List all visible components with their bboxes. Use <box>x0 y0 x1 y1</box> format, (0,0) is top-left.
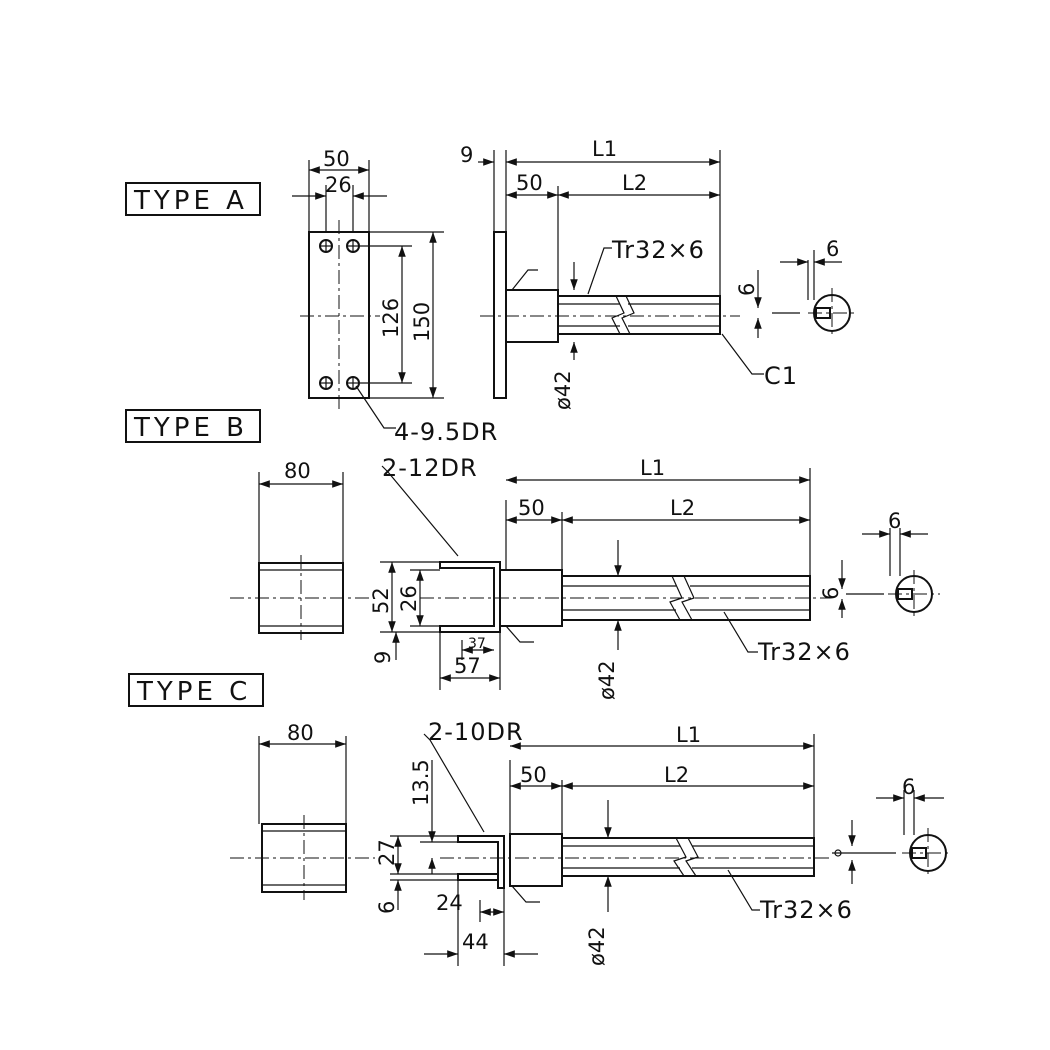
type-a-shaft-side-view <box>480 231 740 399</box>
type-b-title: TYPE B <box>133 413 248 443</box>
type-b-dim-l1: L1 <box>640 456 665 480</box>
type-c-dim-l1: L1 <box>676 723 701 747</box>
type-a-dim-50-shaft: 50 <box>516 171 543 195</box>
type-b-dim-6-slot: 6 <box>819 587 843 600</box>
type-c-dim-l2: L2 <box>664 763 689 787</box>
type-b-title-box <box>125 409 261 443</box>
type-b-dim-l2: L2 <box>670 496 695 520</box>
type-b-dim-26: 26 <box>397 585 421 612</box>
type-b-shaft-side-view <box>420 561 830 643</box>
type-c-thread: Tr32×6 <box>759 896 853 924</box>
type-a-dia: ø42 <box>551 370 575 410</box>
type-a-chamfer: C1 <box>764 362 798 390</box>
type-b-dim-57: 57 <box>454 654 481 678</box>
type-c-dim-27: 27 <box>375 839 399 866</box>
type-c-shaft-side-view <box>440 833 830 903</box>
type-a-dim-26-top: 26 <box>325 173 352 197</box>
type-c-dim-50: 50 <box>520 763 547 787</box>
type-a-dim-6-key: 6 <box>826 237 839 261</box>
type-b-hole-callout: 2-12DR <box>382 454 478 482</box>
type-c-dim-6-key: 6 <box>902 775 915 799</box>
type-b-end-view <box>846 570 940 620</box>
type-b-dim-52: 52 <box>369 587 393 614</box>
type-a-title: TYPE A <box>133 186 248 216</box>
type-a-title-box <box>125 182 261 216</box>
type-b-dim-50: 50 <box>518 496 545 520</box>
type-b-block-front-view <box>230 555 370 640</box>
type-c-dim-44: 44 <box>462 930 489 954</box>
type-b-dim-37: 37 <box>468 636 486 652</box>
type-c-title-box <box>128 673 264 707</box>
type-a-dim-l1: L1 <box>592 137 617 161</box>
type-b-section: TYPE B 80 2-12DR <box>125 409 940 700</box>
type-a-dim-l2: L2 <box>622 171 647 195</box>
type-a-hole-callout: 4-9.5DR <box>394 418 498 446</box>
type-a-dim-150: 150 <box>410 302 434 342</box>
type-c-section: TYPE C 80 2-10DR <box>128 673 950 966</box>
type-a-dim-50-top: 50 <box>323 147 350 171</box>
type-c-end-view <box>832 828 950 878</box>
type-c-dim-13-5: 13.5 <box>409 759 433 806</box>
type-c-dia: ø42 <box>585 926 609 966</box>
type-c-dim-24: 24 <box>436 891 463 915</box>
type-a-dim-9: 9 <box>460 143 473 167</box>
type-a-section: TYPE A 50 26 126 150 <box>125 137 858 446</box>
type-a-dim-6-slot: 6 <box>735 283 759 296</box>
type-b-dim-80: 80 <box>284 459 311 483</box>
type-a-plate-front-view <box>300 220 380 410</box>
type-c-dim-6: 6 <box>375 901 399 914</box>
type-b-dia: ø42 <box>595 660 619 700</box>
type-b-dim-6-key: 6 <box>888 509 901 533</box>
type-b-dim-9: 9 <box>371 651 395 664</box>
type-a-thread: Tr32×6 <box>611 236 705 264</box>
type-b-thread: Tr32×6 <box>757 638 851 666</box>
type-c-block-front-view <box>230 815 375 900</box>
type-c-dim-80: 80 <box>287 721 314 745</box>
type-c-title: TYPE C <box>136 677 251 707</box>
type-c-hole-callout: 2-10DR <box>428 718 524 746</box>
type-a-dim-126: 126 <box>379 298 403 338</box>
type-a-end-view <box>772 288 858 338</box>
